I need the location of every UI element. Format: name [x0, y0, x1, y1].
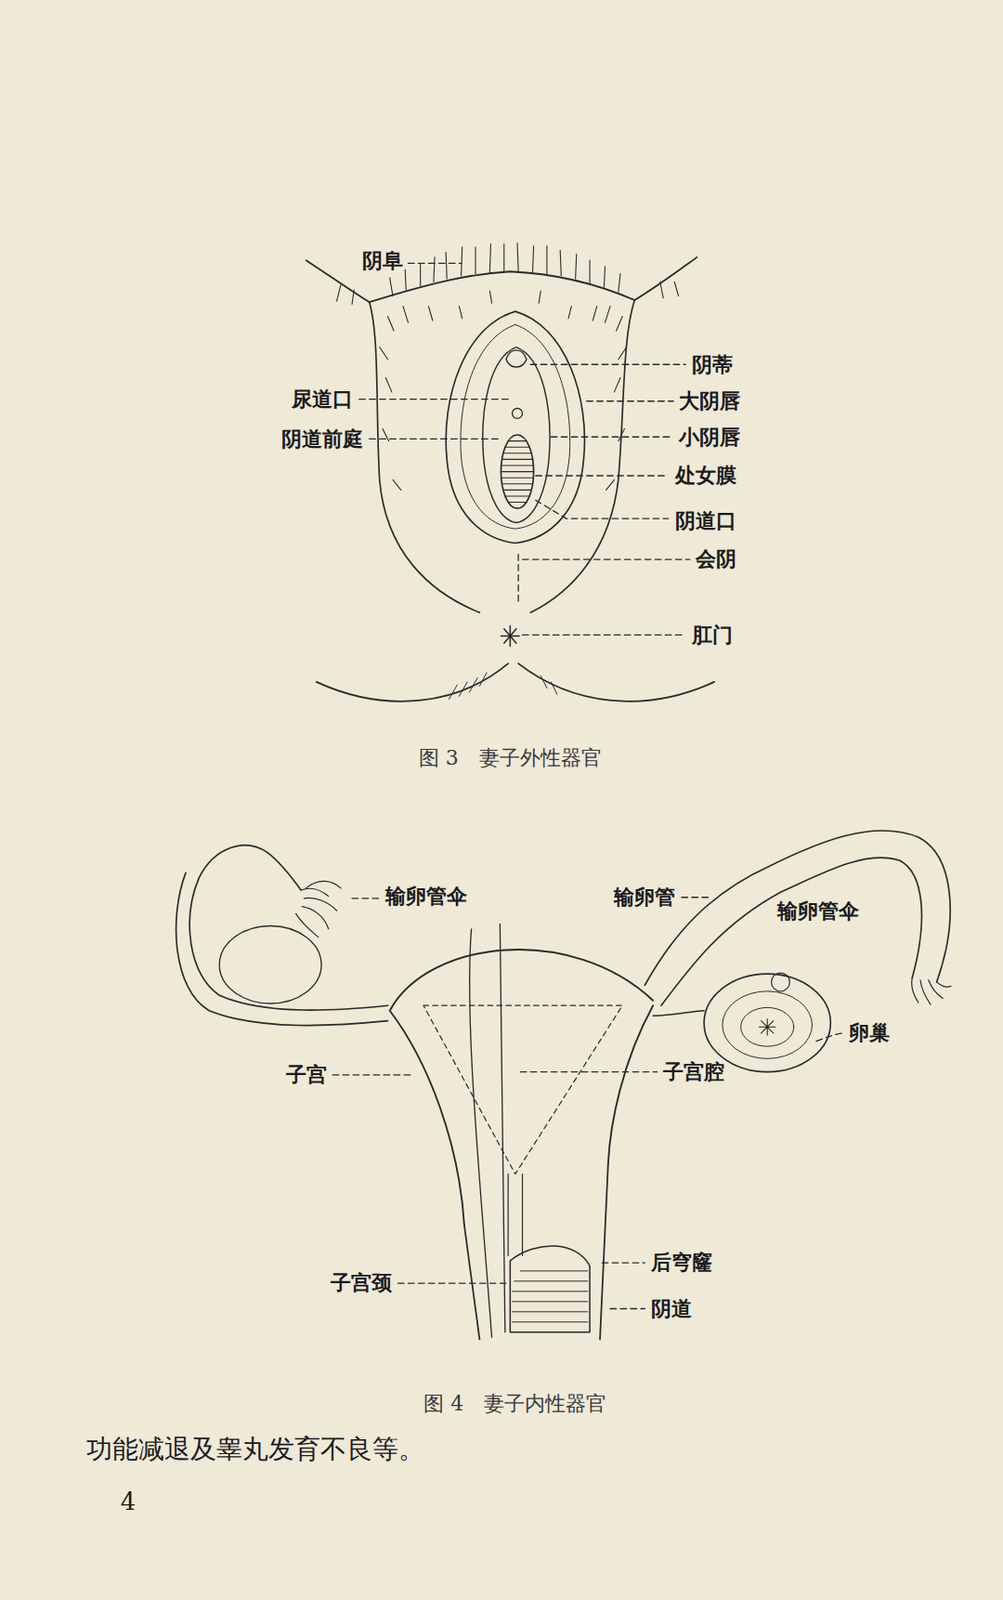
part-label: 后穹窿: [651, 1250, 713, 1274]
left-ovary: [219, 925, 322, 1003]
hymen-hatching: [500, 441, 534, 503]
ovary-center: [758, 1017, 776, 1035]
right-ovary-rings: [722, 990, 813, 1059]
part-label: 输卵管: [613, 885, 676, 909]
part-label: 阴阜: [362, 248, 404, 273]
leader-lines: [332, 897, 843, 1309]
part-label: 子宫: [286, 1062, 327, 1086]
ovarian-ligament: [652, 1010, 704, 1016]
anus-symbol: [500, 625, 520, 646]
buttocks-outline: [316, 663, 715, 702]
cervix: [509, 1245, 590, 1332]
part-label: 子宫腔: [663, 1059, 725, 1083]
figure-art: [176, 242, 951, 1339]
body-text: 功能减退及睾丸发育不良等。: [86, 1433, 425, 1464]
cervix-hatching: [512, 1270, 588, 1322]
vagina-walls: [464, 1162, 609, 1339]
clitoris: [506, 350, 527, 367]
part-label: 子宫颈: [330, 1270, 392, 1294]
part-label: 肛门: [691, 623, 733, 647]
part-label: 小阴唇: [678, 425, 741, 449]
left-fallopian-tube: [176, 845, 389, 1026]
thigh-outline: [369, 299, 636, 613]
part-label: 输卵管伞: [385, 884, 468, 908]
part-label: 处女膜: [675, 463, 737, 487]
part-label: 阴蒂: [691, 352, 733, 377]
figure-caption: 图 4 妻子内性器官: [423, 1391, 607, 1415]
right-ovary: [703, 973, 831, 1071]
part-label: 输卵管伞: [775, 898, 861, 923]
part-label: 大阴唇: [678, 389, 741, 413]
follicle: [771, 972, 791, 991]
buttocks-hatching: [448, 672, 557, 700]
page-number: 4: [120, 1487, 137, 1516]
part-label: 阴道: [651, 1296, 692, 1320]
uterus-outline: [390, 949, 653, 1225]
part-label: 会阴: [695, 547, 737, 571]
uterus-section-wall: [469, 923, 506, 1337]
labia-majora-shading: [460, 324, 571, 529]
uterine-cavity: [423, 1004, 623, 1173]
leader-lines: [359, 262, 691, 635]
external-organs-figure: [306, 242, 715, 701]
part-label: 卵巢: [848, 1020, 890, 1044]
part-label: 尿道口: [291, 387, 353, 411]
urethral-opening: [512, 407, 523, 418]
right-ovary-rings: [741, 1006, 795, 1046]
left-fimbriae: [296, 880, 341, 937]
labia-majora-outline: [445, 311, 585, 543]
figure-caption: 图 3 妻子外性器官: [418, 745, 602, 769]
vaginal-opening: [500, 434, 534, 509]
labia-minora-outline: [482, 347, 550, 523]
part-label: 阴道口: [675, 508, 737, 533]
part-label: 阴道前庭: [281, 427, 364, 451]
cervical-canal: [508, 1172, 522, 1255]
internal-organs-figure: [176, 830, 951, 1339]
right-fimbriae: [911, 977, 951, 1005]
